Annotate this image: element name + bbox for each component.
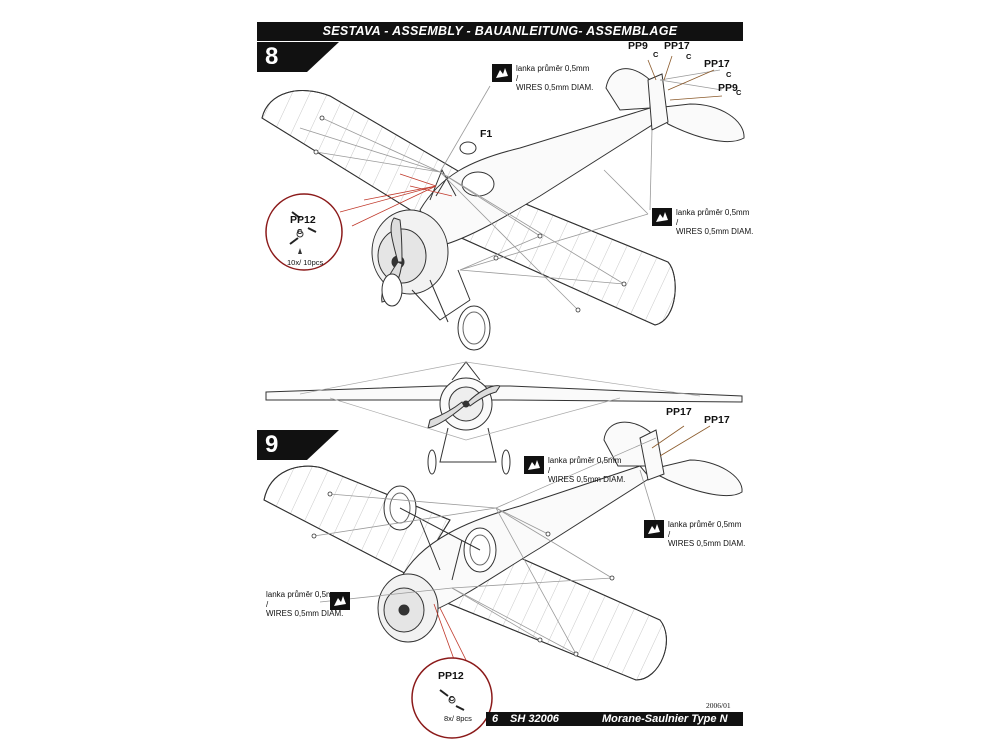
front-view-wheel-right [501, 449, 511, 475]
page-number: 6 [492, 713, 499, 725]
step-number: 8 [265, 43, 279, 70]
front-view-wing [265, 385, 743, 403]
pp12-callout-9 [411, 657, 493, 739]
wire-note-line1: lanka průměr 0,5mm [548, 456, 622, 465]
front-view-wires [299, 361, 701, 441]
wire-note-line3: WIRES 0,5mm DIAM. [548, 475, 626, 484]
wheel-left [381, 273, 403, 307]
wire-note-line2: / [548, 465, 551, 475]
quantity-step8: 10x/ 10pcs [287, 258, 324, 267]
assembly-header: SESTAVA - ASSEMBLY - BAUANLEITUNG- ASSEM… [257, 22, 743, 41]
header-title: SESTAVA - ASSEMBLY - BAUANLEITUNG- ASSEM… [322, 24, 678, 38]
part-label-f1: F1 [480, 128, 493, 140]
wire-note-line1: lanka průměr 0,5mm [668, 520, 742, 529]
part-label-pp17-step9-a: PP17 [666, 406, 692, 418]
wire-note-line3: WIRES 0,5mm DIAM. [668, 539, 746, 548]
cement-symbol: C [686, 52, 692, 61]
cement-symbol: C [726, 70, 732, 79]
step-8-wires [299, 69, 723, 311]
rudder [647, 73, 669, 131]
year-code: 2006/01 [706, 701, 731, 710]
wire-note-line1: lanka průměr 0,5mm [266, 590, 340, 599]
pp12-callout-8 [265, 193, 343, 271]
cement-symbol: C [653, 50, 659, 59]
step-badge-shape [257, 430, 339, 460]
wire-note-line2: / [676, 217, 679, 227]
part-label-pp17-right: PP17 [704, 58, 730, 70]
front-view-aircraft [265, 361, 743, 475]
hand-icon [330, 592, 352, 612]
step-8-badge: 8 [257, 42, 339, 72]
kit-code: SH 32006 [510, 713, 559, 725]
tail-right [646, 459, 743, 497]
windscreen [459, 141, 477, 155]
cement-symbol: C [449, 694, 455, 703]
horizontal-stabilizer-right [654, 103, 745, 143]
cockpit [461, 171, 495, 197]
wire-note-line2: / [516, 73, 519, 83]
hand-icon [644, 520, 666, 540]
part-label-pp12-step8: PP12 [290, 214, 316, 226]
pp12-parts-8 [289, 211, 317, 245]
wire-note-line1: lanka průměr 0,5mm [516, 64, 590, 73]
wire-note-line2: / [266, 599, 269, 609]
part-label-pp12-step9: PP12 [438, 670, 464, 682]
step-9-aircraft [263, 421, 743, 681]
part-leaders [647, 55, 723, 457]
pp12-parts-9 [439, 689, 465, 711]
quantity-step9: 8x/ 8pcs [444, 714, 472, 723]
model-name: Morane-Saulnier Type N [602, 713, 728, 725]
part-label-pp9-right: PP9 [718, 82, 738, 94]
part-label-pp9-top: PP9 [628, 40, 648, 52]
cement-symbol: C [297, 227, 303, 236]
horizontal-stabilizer-left [605, 68, 651, 111]
step-number: 9 [265, 431, 279, 458]
step-9-badge: 9 [257, 430, 339, 460]
front-view-wheel-left [427, 449, 437, 475]
wire-note-line3: WIRES 0,5mm DIAM. [266, 609, 344, 618]
hand-icon [652, 208, 674, 228]
wire-note-line3: WIRES 0,5mm DIAM. [676, 227, 754, 236]
part-label-pp17-top: PP17 [664, 40, 690, 52]
cement-symbol: C [736, 88, 742, 97]
hand-icon [492, 64, 514, 84]
wire-note-line3: WIRES 0,5mm DIAM. [516, 83, 594, 92]
wire-note-line1: lanka průměr 0,5mm [676, 208, 750, 217]
part-label-pp17-step9-b: PP17 [704, 414, 730, 426]
wing-markers [313, 115, 627, 313]
wire-note-line2: / [668, 529, 671, 539]
front-view-propeller [427, 385, 501, 429]
wing-markers-9 [311, 491, 615, 657]
hand-icon [524, 456, 546, 476]
step-8-red-wires [339, 173, 453, 227]
footer-bar: 6 SH 32006 Morane-Saulnier Type N [486, 712, 743, 726]
step-badge-shape [257, 42, 339, 72]
